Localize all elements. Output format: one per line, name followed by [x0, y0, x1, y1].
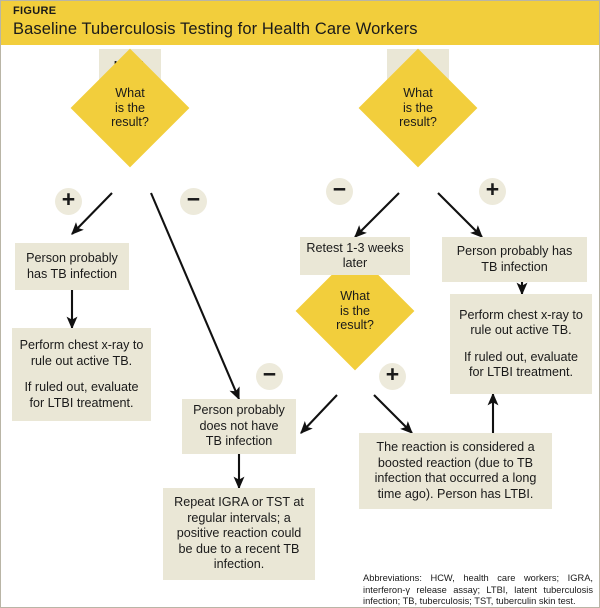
footnote: Abbreviations: HCW, health care workers;… [363, 573, 593, 607]
sign-igra-plus: + [55, 188, 82, 215]
node-retest[interactable]: Retest 1-3 weeks later [300, 237, 410, 275]
node-boosted-reaction[interactable]: The reaction is considered a boosted rea… [359, 433, 552, 509]
node-igra-positive-line-2: has TB infection [26, 266, 118, 281]
node-igra-positive-line-1: Person probably [26, 251, 118, 265]
node-tst-chest-xray[interactable]: Perform chest x-ray to rule out active T… [450, 294, 592, 394]
figure-header: FIGURE Baseline Tuberculosis Testing for… [1, 1, 599, 45]
sign-retest-plus: + [379, 363, 406, 390]
connector-tst-positive [437, 192, 483, 238]
node-no-tb-line-1: Person probably [193, 403, 285, 418]
decision-retest-line-1: What [340, 289, 370, 304]
sign-retest-minus-glyph: − [262, 361, 277, 387]
node-tst-chest-xray-para-1: Perform chest x-ray to rule out active T… [459, 307, 583, 338]
sign-tst-plus-glyph: + [485, 176, 500, 202]
decision-igra-result-label: What is the result? [94, 85, 166, 131]
sign-igra-minus: − [180, 188, 207, 215]
node-igra-chest-xray-para-1: Perform chest x-ray to rule out active T… [19, 338, 144, 368]
sign-igra-minus-glyph: − [186, 186, 201, 212]
node-igra-chest-xray-para-2: If ruled out, evaluate for LTBI treatmen… [24, 380, 139, 410]
node-igra-chest-xray[interactable]: Perform chest x-ray to rule out active T… [12, 328, 151, 421]
decision-retest-result-label: What is the result? [319, 288, 391, 334]
node-repeat-testing[interactable]: Repeat IGRA or TST at regular intervals;… [163, 488, 315, 580]
connector-igra-positive [71, 192, 113, 235]
decision-tst-result-label: What is the result? [382, 85, 454, 131]
connector-tst-negative [354, 192, 400, 238]
decision-igra-line-2: is the [114, 100, 146, 115]
node-boosted-reaction-text: The reaction is considered a boosted rea… [374, 440, 537, 501]
connector-igra-negative [150, 192, 240, 401]
node-no-tb-infection[interactable]: Person probably does not have TB infecti… [182, 399, 296, 454]
node-igra-positive-result[interactable]: Person probably has TB infection [15, 243, 129, 290]
decision-retest-line-2: is the [339, 303, 371, 318]
sign-tst-plus: + [479, 178, 506, 205]
decision-retest-line-3: result? [336, 318, 374, 333]
sign-tst-minus-glyph: − [332, 176, 347, 202]
sign-retest-minus: − [256, 363, 283, 390]
sign-igra-plus-glyph: + [61, 186, 76, 212]
node-no-tb-line-3: TB infection [205, 434, 273, 449]
figure-kicker: FIGURE [13, 5, 57, 17]
node-tst-chest-xray-para-2: If ruled out, evaluate for LTBI treatmen… [463, 349, 579, 380]
connector-retest-positive [373, 394, 413, 434]
decision-igra-line-3: result? [111, 115, 149, 130]
decision-tst-line-3: result? [399, 115, 437, 130]
sign-tst-minus: − [326, 178, 353, 205]
node-repeat-testing-text: Repeat IGRA or TST at regular intervals;… [174, 495, 304, 572]
node-retest-text: Retest 1-3 weeks later [306, 240, 404, 271]
node-tst-positive-text: Person probably has TB infection [456, 244, 573, 274]
decision-tst-line-2: is the [402, 100, 434, 115]
node-no-tb-line-2: does not have [199, 418, 279, 433]
sign-retest-plus-glyph: + [385, 361, 400, 387]
figure-title: Baseline Tuberculosis Testing for Health… [13, 20, 418, 38]
decision-tst-line-1: What [403, 86, 433, 101]
node-tst-positive-result[interactable]: Person probably has TB infection [442, 237, 587, 282]
decision-igra-line-1: What [115, 86, 145, 101]
connector-retest-negative [300, 394, 338, 434]
footnote-abbreviations: Abbreviations: HCW, health care workers;… [363, 573, 593, 607]
flowchart-canvas: IGRA TST What is the result? What is the… [1, 45, 599, 607]
